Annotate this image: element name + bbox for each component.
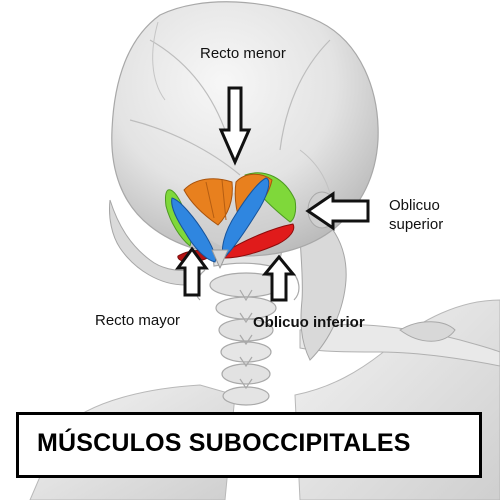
- label-recto-mayor: Recto mayor: [95, 312, 181, 329]
- arrow-left-icon: [305, 191, 370, 231]
- label-oblicuo-inferior: Oblicuo inferior: [253, 314, 365, 331]
- title-banner: MÚSCULOS SUBOCCIPITALES: [16, 412, 482, 478]
- arrow-down-icon: [218, 86, 252, 166]
- suboccipital-muscles: [164, 172, 297, 269]
- label-oblicuo-superior-line2: superior: [389, 216, 444, 233]
- muscle-recto-mayor-left: [171, 197, 216, 263]
- diagram-title: MÚSCULOS SUBOCCIPITALES: [37, 429, 411, 457]
- label-oblicuo-superior: Oblicuo superior: [389, 196, 443, 234]
- arrow-up-icon: [261, 254, 297, 302]
- label-oblicuo-superior-line1: Oblicuo: [389, 197, 440, 214]
- muscle-oblicuo-inferior-right: [224, 223, 295, 259]
- muscle-recto-menor-left: [183, 178, 233, 226]
- label-recto-menor: Recto menor: [200, 45, 286, 62]
- arrow-up-icon: [175, 246, 209, 297]
